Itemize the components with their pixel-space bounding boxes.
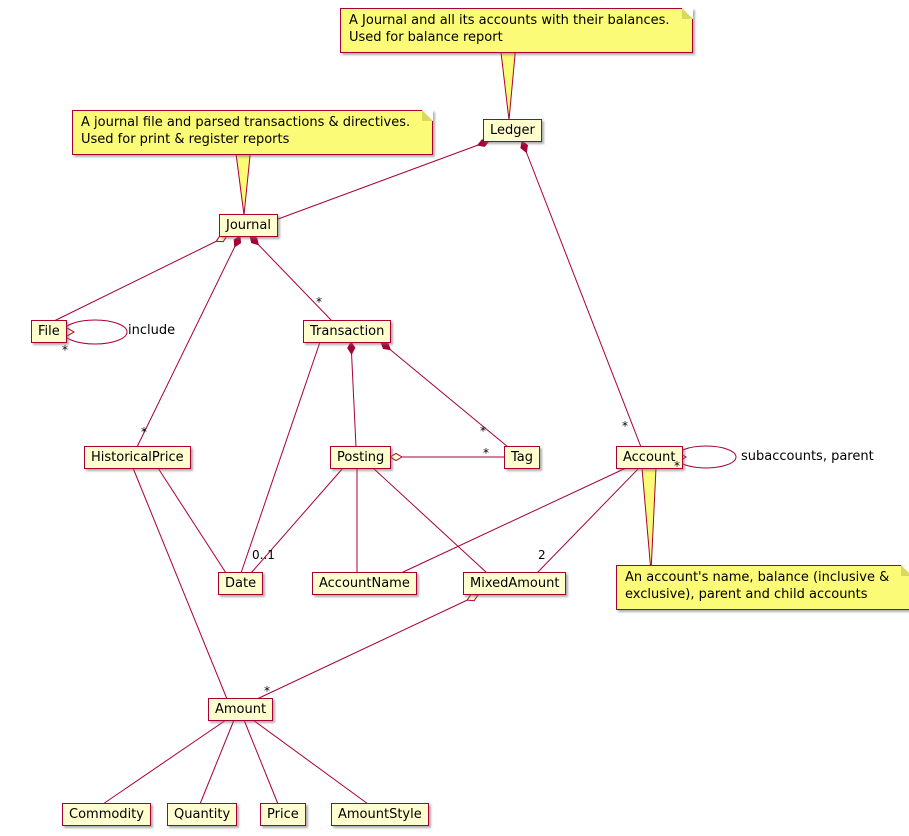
note-account-line2: exclusive), parent and child accounts	[625, 586, 868, 602]
multiplicity-account-mixedamount: 2	[538, 548, 546, 562]
class-node-amountstyle: AmountStyle	[331, 803, 429, 826]
note-journal-line2: Used for print & register reports	[81, 131, 290, 147]
multiplicity-transaction-tag: *	[480, 424, 486, 438]
note-account-line1: An account's name, balance (inclusive &	[625, 570, 890, 585]
class-node-accountname: AccountName	[312, 572, 417, 595]
class-node-commodity: Commodity	[62, 803, 151, 826]
class-node-quantity: Quantity	[167, 803, 238, 826]
note-ledger-line1: A Journal and all its accounts with thei…	[349, 13, 670, 28]
multiplicity-journal-transaction: *	[316, 295, 322, 309]
edge-amount-mixedamount	[256, 593, 479, 700]
edge-account-mixedamount	[536, 467, 640, 574]
note-fold-icon	[681, 8, 693, 19]
note-tail-account	[641, 467, 657, 573]
multiplicity-mixedamount-amount: *	[264, 684, 270, 698]
edge-historicalprice-amount	[132, 467, 228, 700]
note-tail-journal	[234, 145, 252, 216]
class-node-transaction: Transaction	[303, 320, 392, 343]
edge-file-journal	[51, 234, 228, 323]
edge-account-ledger	[520, 140, 642, 448]
edge-label-include: include	[128, 323, 176, 338]
multiplicity-account-subaccounts: *	[674, 459, 680, 473]
multiplicity-posting-tag: *	[483, 446, 489, 460]
class-node-amount: Amount	[208, 698, 274, 721]
edge-posting-date	[250, 467, 344, 574]
note-account: An account's name, balance (inclusive & …	[616, 565, 909, 610]
edge-amount-quantity	[199, 719, 235, 805]
edge-journal-ledger	[269, 139, 490, 223]
class-node-ledger: Ledger	[483, 119, 542, 142]
note-tail-ledger	[499, 43, 517, 121]
class-node-historicalprice: HistoricalPrice	[84, 446, 191, 469]
edge-label-subaccounts-parent: subaccounts, parent	[741, 449, 874, 464]
class-node-date: Date	[218, 572, 264, 595]
note-journal: A journal file and parsed transactions &…	[72, 110, 434, 155]
note-journal-line1: A journal file and parsed transactions &…	[81, 115, 411, 130]
edge-transaction-date	[240, 341, 321, 574]
class-node-mixedamount: MixedAmount	[463, 572, 567, 595]
note-fold-icon	[901, 565, 909, 576]
multiplicity-journal-historicalprice: *	[141, 425, 147, 439]
edge-posting-transaction	[347, 341, 357, 448]
edge-historicalprice-journal	[136, 235, 242, 448]
class-node-journal: Journal	[219, 214, 278, 237]
class-node-file: File	[31, 320, 67, 343]
class-node-account: Account	[616, 446, 683, 469]
edge-amount-amountstyle	[252, 719, 369, 805]
class-node-posting: Posting	[330, 446, 392, 469]
note-ledger: A Journal and all its accounts with thei…	[340, 8, 693, 53]
edge-account-accountname	[400, 467, 627, 574]
edge-posting-mixedamount	[372, 467, 488, 574]
note-fold-icon	[422, 110, 434, 121]
edge-amount-commodity	[102, 719, 227, 805]
multiplicity-ledger-account: *	[622, 419, 628, 433]
multiplicity-posting-date: 0..1	[252, 548, 275, 562]
edge-transaction-journal	[249, 235, 333, 322]
edge-historicalprice-date	[157, 467, 227, 574]
edge-tag-transaction	[380, 341, 509, 448]
multiplicity-file-include: *	[62, 343, 68, 357]
edge-amount-price	[243, 719, 279, 805]
class-node-price: Price	[260, 803, 306, 826]
note-ledger-line2: Used for balance report	[349, 29, 503, 45]
class-node-tag: Tag	[504, 446, 541, 469]
